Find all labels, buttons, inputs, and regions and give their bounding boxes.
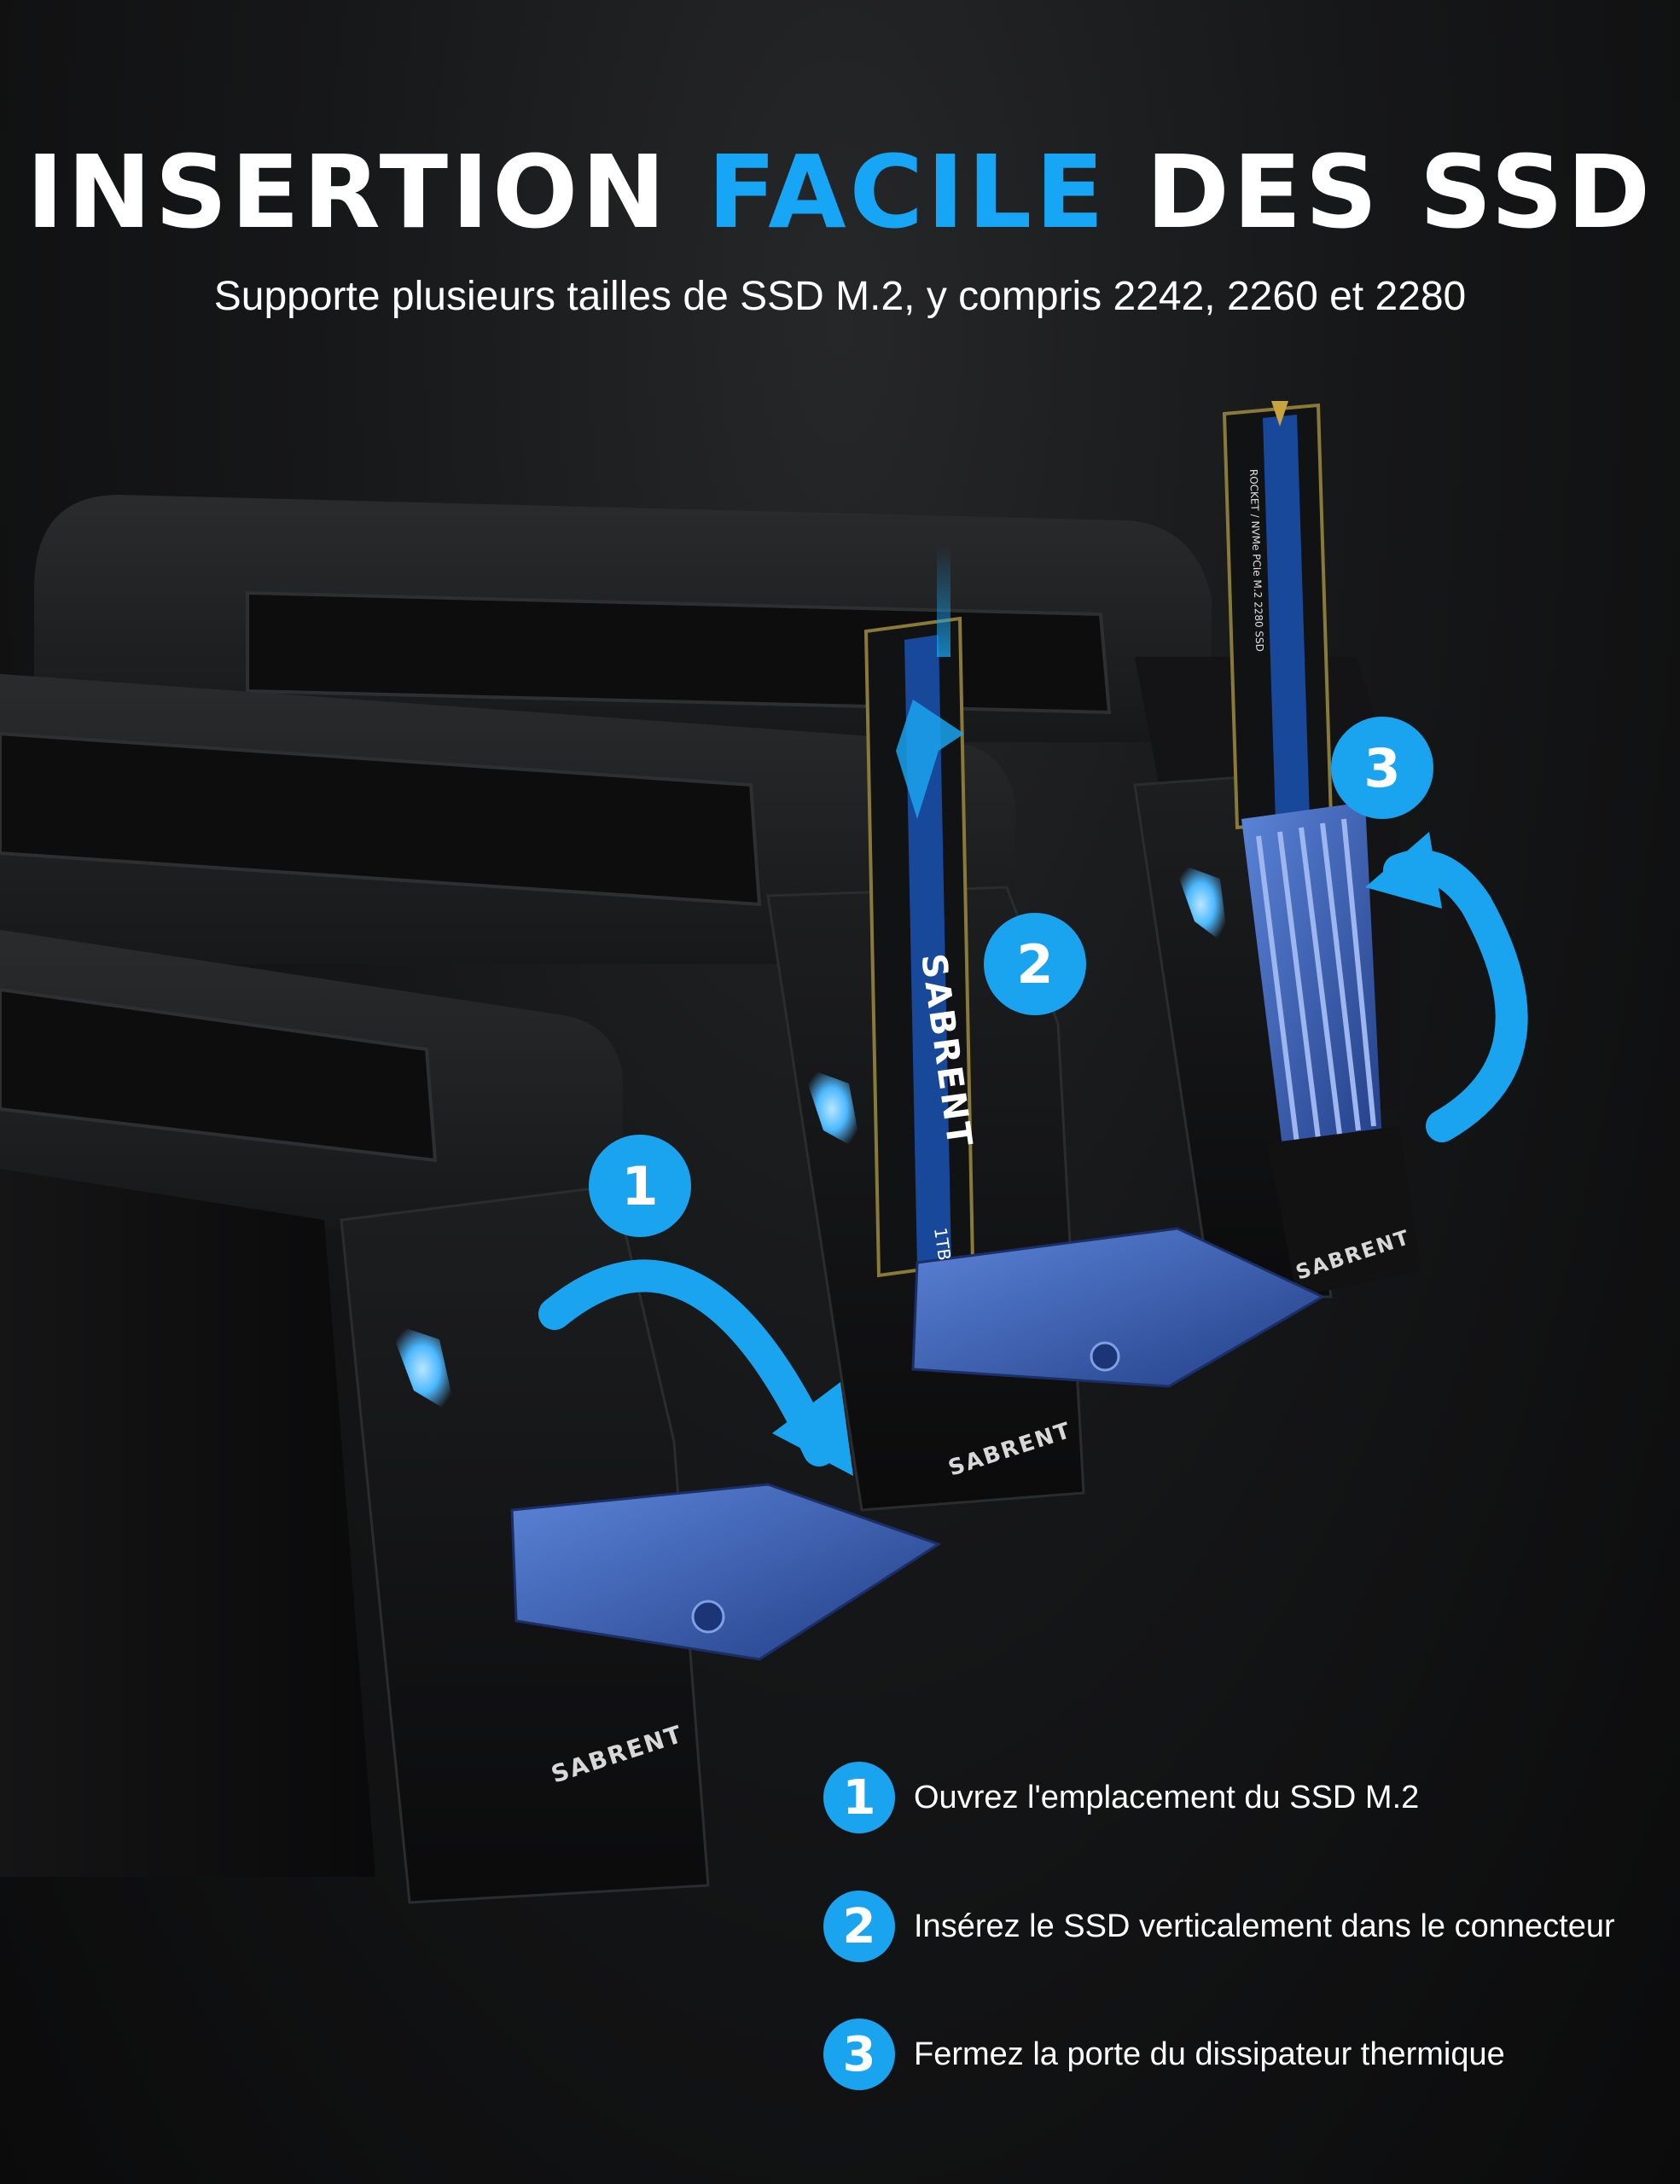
product-illustration: 1 2 3 SABRENT SABRENT SABRENT SABRENT 1T… xyxy=(0,401,1528,1904)
down-arrow-icon xyxy=(896,700,964,819)
step-1: 1 Ouvrez l'emplacement du SSD M.2 xyxy=(823,1762,1419,1833)
page-title: INSERTION FACILE DES SSD xyxy=(0,128,1680,256)
step-3-text: Fermez la porte du dissipateur thermique xyxy=(914,2036,1505,2072)
step-2-badge: 2 xyxy=(823,1891,895,1962)
callout-1: 1 xyxy=(589,1135,691,1237)
page-subtitle: Supporte plusieurs tailles de SSD M.2, y… xyxy=(213,274,1467,319)
callout-2-number: 2 xyxy=(1016,933,1053,996)
ssd-card-2 xyxy=(863,546,975,1278)
step-3-badge: 3 xyxy=(823,2018,895,2090)
step-2-text: Insérez le SSD verticalement dans le con… xyxy=(914,1908,1615,1944)
step-3: 3 Fermez la porte du dissipateur thermiq… xyxy=(823,2018,1505,2090)
title-part-accent: FACILE xyxy=(707,133,1107,251)
step-1-badge: 1 xyxy=(823,1762,895,1833)
step-2: 2 Insérez le SSD verticalement dans le c… xyxy=(823,1891,1615,1962)
led-indicator-3 xyxy=(1173,862,1229,947)
curved-arrow-icon xyxy=(538,1259,853,1476)
ssd-card-3 xyxy=(1222,401,1334,830)
title-part-white-end: DES SSD xyxy=(1107,133,1654,251)
heatsink-door-3 xyxy=(1241,802,1382,1160)
led-indicator-1 xyxy=(388,1322,456,1416)
curved-arrow-icon xyxy=(1365,832,1528,1142)
heatsink-door-1 xyxy=(510,1483,942,1661)
callout-3: 3 xyxy=(1331,717,1433,819)
dock-middle xyxy=(0,546,1326,1512)
step-1-text: Ouvrez l'emplacement du SSD M.2 xyxy=(914,1779,1420,1815)
dock-front xyxy=(0,930,942,1904)
callout-1-number: 1 xyxy=(621,1155,658,1217)
callout-2: 2 xyxy=(984,913,1086,1015)
title-part-white: INSERTION xyxy=(26,133,708,251)
heatsink-door-2 xyxy=(911,1227,1326,1388)
callout-3-number: 3 xyxy=(1363,737,1400,799)
ssd-capacity-label: 1TB xyxy=(930,1226,955,1262)
led-indicator-2 xyxy=(802,1066,862,1152)
